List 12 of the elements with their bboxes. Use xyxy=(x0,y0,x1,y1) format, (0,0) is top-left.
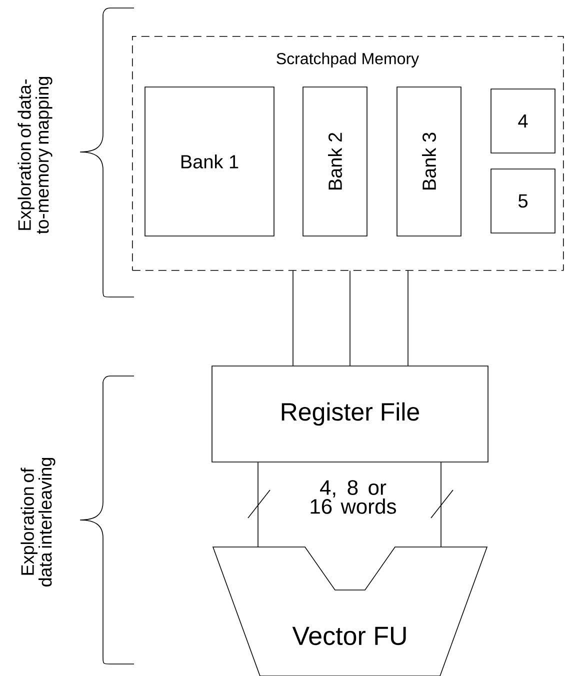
annotation: Exploration of data interleaving xyxy=(20,458,56,586)
memory-bank: 4 xyxy=(490,88,556,154)
memory-bank: Bank 2 xyxy=(302,86,368,236)
memory-bank: 5 xyxy=(490,168,556,234)
register-box: Register File xyxy=(212,366,488,462)
annotation: Exploration of data- to-memory mapping xyxy=(18,77,52,234)
bus-line xyxy=(430,462,454,548)
bus-line xyxy=(248,462,270,548)
bus-width-label: 4, 8 or 16 words xyxy=(310,480,396,514)
memory-bank: Bank 1 xyxy=(144,86,274,236)
memory-bank: Bank 3 xyxy=(396,86,462,236)
wire xyxy=(292,270,294,366)
